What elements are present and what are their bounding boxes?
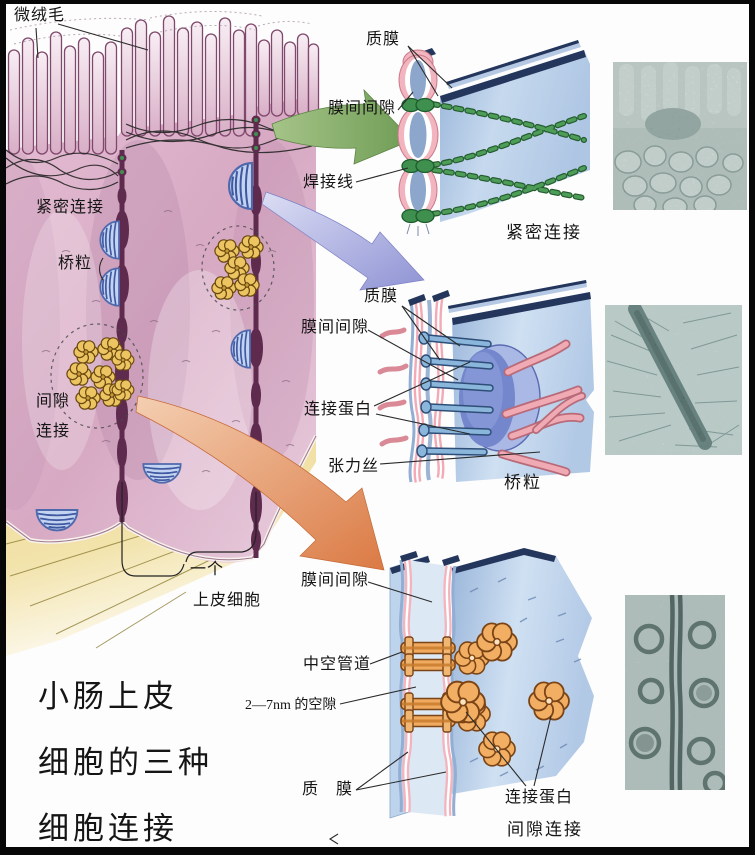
- label-ds-membrane-gap: 膜间间隙: [301, 319, 370, 336]
- gap-junction-diagram: [328, 548, 594, 845]
- label-gj-link-protein: 连接蛋白: [505, 789, 574, 806]
- tight-junction-diagram: [355, 40, 590, 236]
- label-gj-plasma-membrane: 质 膜: [302, 781, 354, 798]
- label-one-cell-line1: 一个: [190, 561, 225, 578]
- tj-membrane-sandwich: [397, 48, 439, 236]
- caption-gap-junction: 间隙连接: [507, 820, 583, 839]
- em-photo-desmosome: [605, 302, 742, 460]
- label-gap-junction-line2: 连接: [36, 423, 71, 440]
- page-title: 小肠上皮 细胞的三种 细胞连接: [38, 664, 213, 855]
- caption-tight-junction: 紧密连接: [506, 223, 582, 242]
- caption-desmosome: 桥粒: [504, 473, 542, 492]
- label-microvilli: 微绒毛: [14, 7, 66, 24]
- one-cell-bracket: [121, 482, 257, 577]
- microvilli-group: [7, 15, 320, 155]
- arrow-to-tight-junction: [271, 88, 413, 165]
- em-photo-gap-junction: [625, 594, 728, 796]
- label-gap-junction-line1: 间隙: [36, 393, 71, 410]
- label-tj-sealing-strand: 焊接线: [303, 174, 355, 191]
- title-line-3: 细胞连接: [38, 811, 178, 846]
- label-tj-membrane-gap: 膜间间隙: [328, 100, 397, 117]
- label-ds-tension-filament: 张力丝: [328, 458, 380, 475]
- arrow-to-gap-junction: [135, 395, 385, 571]
- epithelium-illustration: [0, 10, 320, 656]
- label-gj-gap-size: 2—7nm 的空隙: [245, 698, 337, 713]
- label-gj-membrane-gap: 膜间间隙: [301, 572, 370, 589]
- label-tj-plasma-membrane: 质膜: [366, 31, 401, 48]
- label-gj-hollow-channel: 中空管道: [303, 656, 372, 673]
- desmosome-diagram: [367, 280, 594, 483]
- label-ds-plasma-membrane: 质膜: [364, 288, 399, 305]
- desmosome-pegs: [416, 331, 494, 458]
- arrow-to-desmosome: [261, 191, 425, 291]
- em-photo-tight-junction: [613, 62, 747, 217]
- label-tight-junction-left: 紧密连接: [36, 199, 105, 216]
- title-line-2: 细胞的三种: [38, 745, 213, 780]
- label-desmosome-left: 桥粒: [58, 255, 93, 272]
- gap-junction-clusters: [50, 225, 275, 429]
- title-line-1: 小肠上皮: [38, 679, 178, 714]
- label-ds-link-protein: 连接蛋白: [304, 401, 373, 418]
- label-one-cell-line2: 上皮细胞: [193, 592, 262, 609]
